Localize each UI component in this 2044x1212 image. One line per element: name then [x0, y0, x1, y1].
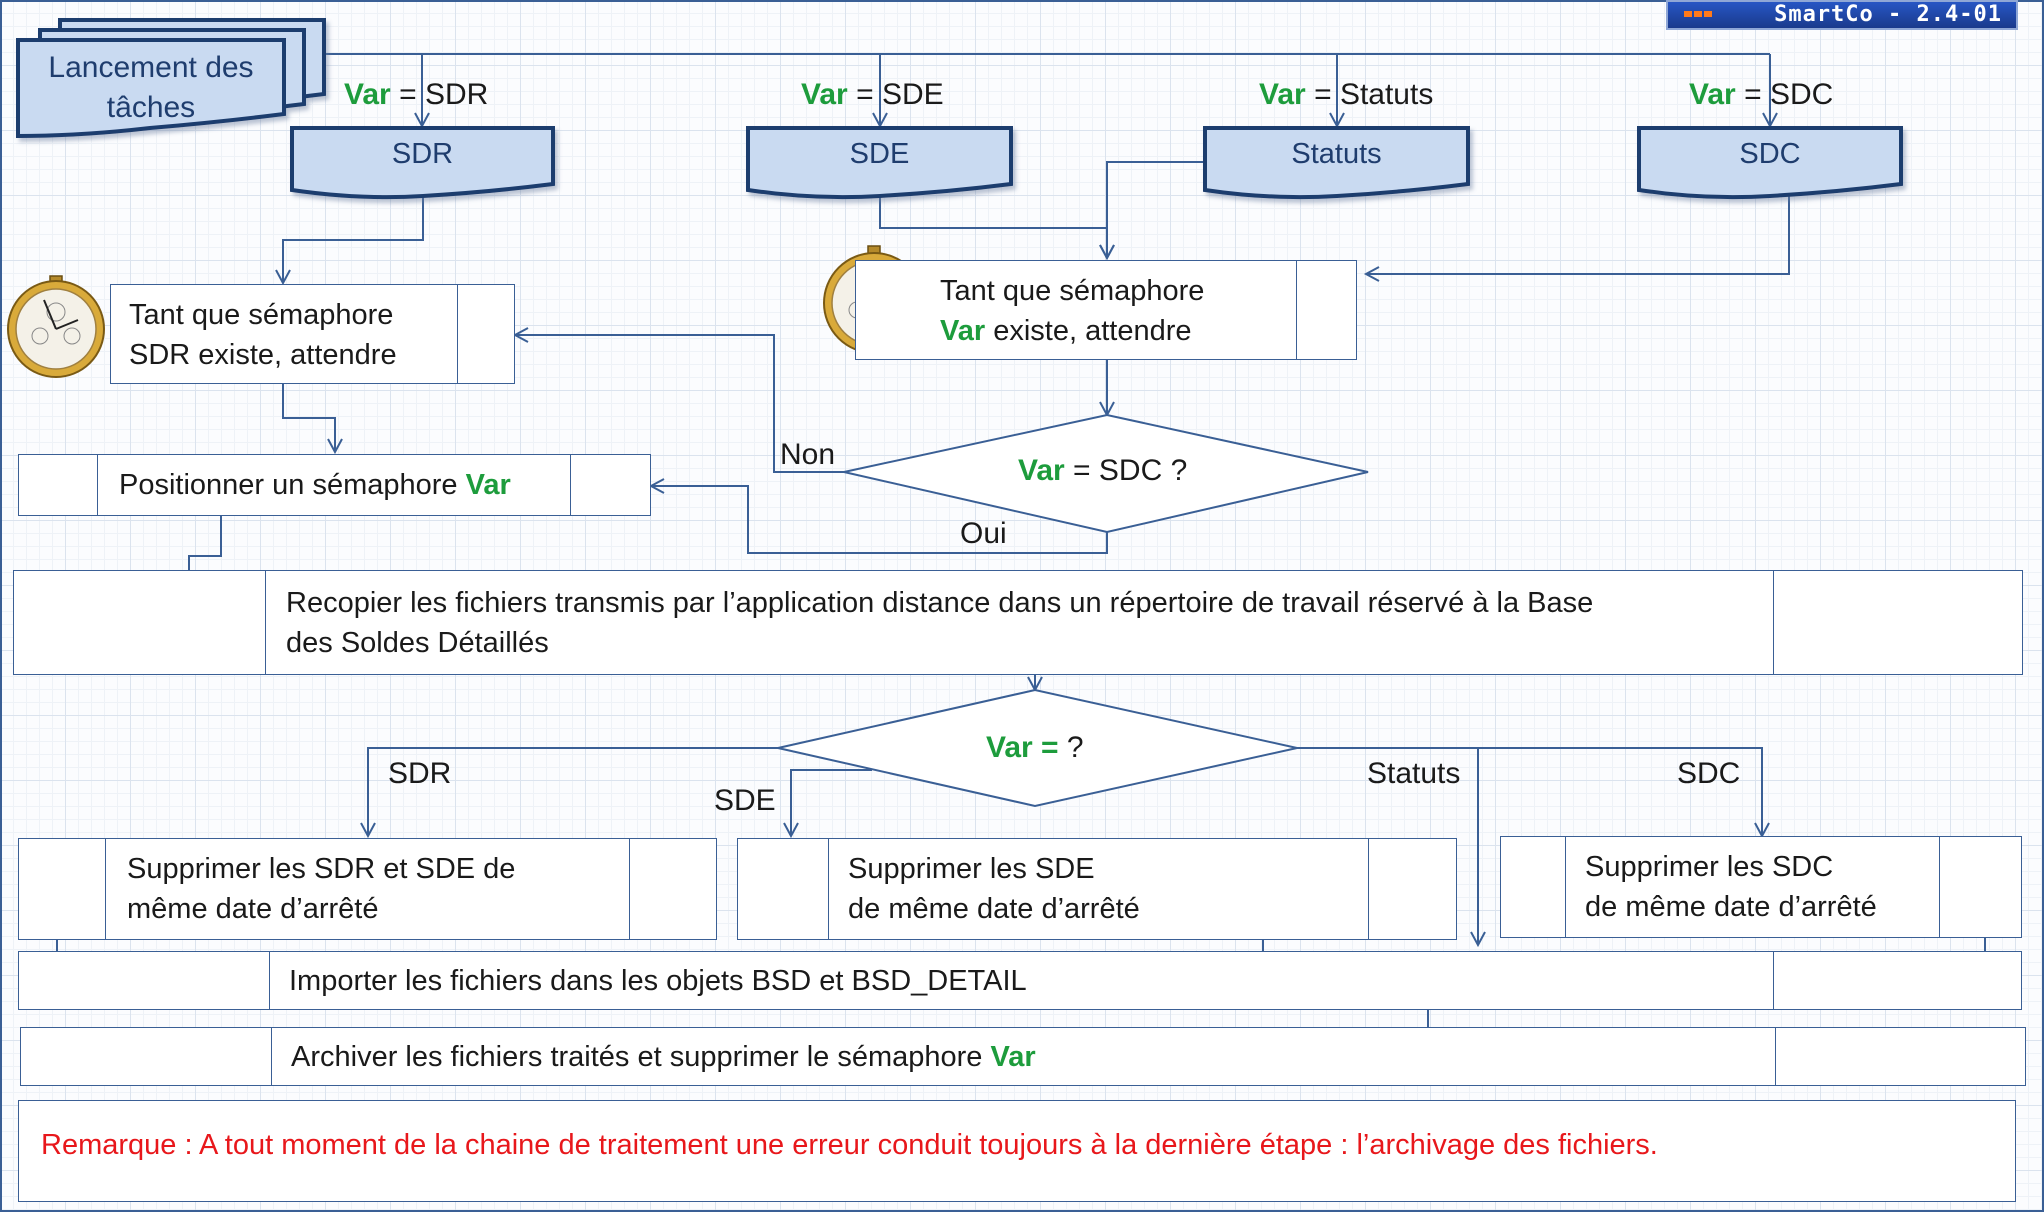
branch-header-statuts: Var = Statuts	[1259, 78, 1434, 111]
archive-files-text: Archiver les fichiers traités et supprim…	[291, 1041, 1036, 1073]
decision2-label-sdr: SDR	[388, 757, 452, 790]
process-bar	[271, 1028, 272, 1085]
branch-header-sde: Var = SDE	[801, 78, 944, 111]
process-bar	[1775, 1028, 1776, 1085]
process-bar	[105, 839, 106, 939]
process-bar	[265, 571, 266, 674]
process-bar	[1296, 261, 1297, 359]
copy-files-process: Recopier les fichiers transmis par l’app…	[13, 570, 2023, 675]
version-badge-text: SmartCo - 2.4-01	[1774, 2, 2002, 27]
process-bar	[269, 952, 270, 1009]
decision1-text: Var = SDC ?	[1018, 454, 1188, 487]
doc-label-sde: SDE	[849, 138, 910, 170]
process-bar	[1939, 837, 1940, 937]
doc-label-statuts: Statuts	[1291, 138, 1382, 170]
decision1-no-label: Non	[780, 438, 836, 471]
doc-label-sdc: SDC	[1739, 138, 1801, 170]
remark-text: Remarque : A tout moment de la chaine de…	[41, 1129, 1658, 1161]
process-bar	[629, 839, 630, 939]
import-files-text: Importer les fichiers dans les objets BS…	[289, 965, 1027, 997]
branch-header-sdr: Var = SDR	[344, 78, 489, 111]
remark-box: Remarque : A tout moment de la chaine de…	[18, 1100, 2016, 1202]
process-bar	[828, 839, 829, 939]
decision1-yes-label: Oui	[960, 517, 1007, 550]
delete-sde-text: Supprimer les SDE de même date d’arrêté	[848, 853, 1140, 925]
process-bar	[97, 455, 98, 515]
process-bar	[1565, 837, 1566, 937]
stopwatch-icon	[7, 275, 105, 378]
start-label-line2: tâches	[106, 91, 196, 124]
delete-sdr-sde-text: Supprimer les SDR et SDE de même date d’…	[127, 853, 516, 925]
delete-sde-process: Supprimer les SDE de même date d’arrêté	[737, 838, 1457, 940]
process-bar	[1773, 952, 1774, 1009]
set-semaphore-text: Positionner un sémaphore Var	[119, 469, 511, 501]
wait-process-left: Tant que sémaphore SDR existe, attendre	[110, 284, 515, 384]
decision2-label-sde: SDE	[714, 784, 776, 817]
process-bar	[457, 285, 458, 383]
branch-header-sdc: Var = SDC	[1689, 78, 1834, 111]
decision2-label-statuts: Statuts	[1367, 757, 1461, 790]
delete-sdc-process: Supprimer les SDC de même date d’arrêté	[1500, 836, 2022, 938]
decision2-text: Var = ?	[986, 731, 1084, 764]
archive-files-process: Archiver les fichiers traités et supprim…	[20, 1027, 2026, 1086]
wait-right-text: Tant que sémaphore Var existe, attendre	[940, 275, 1205, 347]
wait-process-right: Tant que sémaphore Var existe, attendre	[855, 260, 1357, 360]
process-bar	[1773, 571, 1774, 674]
decision2-label-sdc: SDC	[1677, 757, 1741, 790]
set-semaphore-process: Positionner un sémaphore Var	[18, 454, 651, 516]
version-badge: SmartCo - 2.4-01	[1666, 0, 2018, 30]
process-bar	[1368, 839, 1369, 939]
copy-files-text: Recopier les fichiers transmis par l’app…	[286, 587, 1594, 659]
logo-dots-icon	[1684, 11, 1712, 17]
process-bar	[570, 455, 571, 515]
start-label-line1: Lancement des	[48, 51, 254, 84]
delete-sdr-sde-process: Supprimer les SDR et SDE de même date d’…	[18, 838, 717, 940]
delete-sdc-text: Supprimer les SDC de même date d’arrêté	[1585, 851, 1877, 923]
start-label: Lancement des tâches	[20, 48, 282, 128]
import-files-process: Importer les fichiers dans les objets BS…	[18, 951, 2022, 1010]
doc-label-sdr: SDR	[391, 138, 454, 170]
wait-left-text: Tant que sémaphore SDR existe, attendre	[129, 299, 397, 371]
